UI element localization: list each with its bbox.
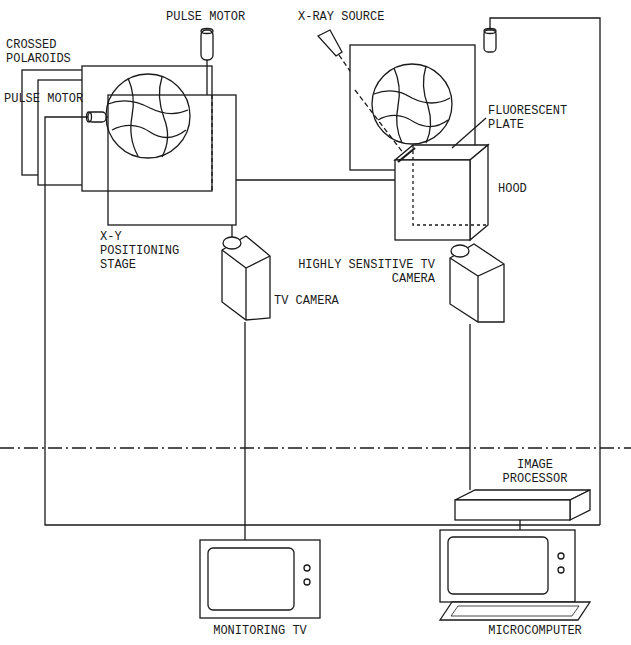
part-label: X-Y POSITIONING STAGE: [100, 230, 200, 272]
separator-line: [0, 447, 631, 448]
axis-line: [236, 179, 395, 180]
camera-node: TV CAMERA: [210, 232, 272, 322]
xy-stage: [108, 95, 236, 225]
signal-cable: [519, 520, 520, 530]
part-label: FLUORESCENT PLATE: [488, 104, 588, 132]
specimen-crystal: [372, 64, 452, 144]
part-label: PULSE MOTOR: [166, 10, 256, 24]
fluorescent-plate: [398, 148, 415, 162]
signal-cable: [469, 324, 470, 490]
tv-camera: [222, 225, 270, 320]
hood: [395, 145, 488, 240]
part-label: PULSE MOTOR: [4, 92, 86, 106]
sample-crystal: [106, 74, 190, 158]
device-label: HIGHLY SENSITIVE TV CAMERA: [275, 258, 435, 286]
control-wire: [45, 117, 600, 525]
leader-line: [452, 118, 486, 148]
pulse-motor: [484, 29, 496, 53]
pulse-motor: [87, 112, 109, 122]
sample-frame: [82, 66, 212, 191]
highly-sensitive-camera: [450, 244, 504, 322]
device-label: TV CAMERA: [274, 294, 384, 308]
camera-node: HIGHLY SENSITIVE TV CAMERA: [445, 242, 507, 324]
display-node: MONITORING TV: [200, 540, 320, 618]
control-wire: [490, 18, 600, 525]
part-label: CROSSED POLAROIDS: [6, 38, 86, 66]
image-processor: [455, 490, 590, 520]
computer-node: MICROCOMPUTER: [440, 530, 590, 620]
device-label: IMAGE PROCESSOR: [485, 458, 585, 486]
monitoring-tv: [200, 540, 320, 618]
device-label: MICROCOMPUTER: [460, 624, 610, 638]
signal-cable: [244, 322, 245, 540]
part-label: X-RAY SOURCE: [298, 10, 408, 24]
pulse-motor: [201, 29, 213, 96]
microcomputer: [440, 530, 590, 620]
part-label: HOOD: [498, 182, 558, 196]
processor-node: IMAGE PROCESSOR: [455, 490, 590, 520]
device-label: MONITORING TV: [190, 624, 330, 638]
